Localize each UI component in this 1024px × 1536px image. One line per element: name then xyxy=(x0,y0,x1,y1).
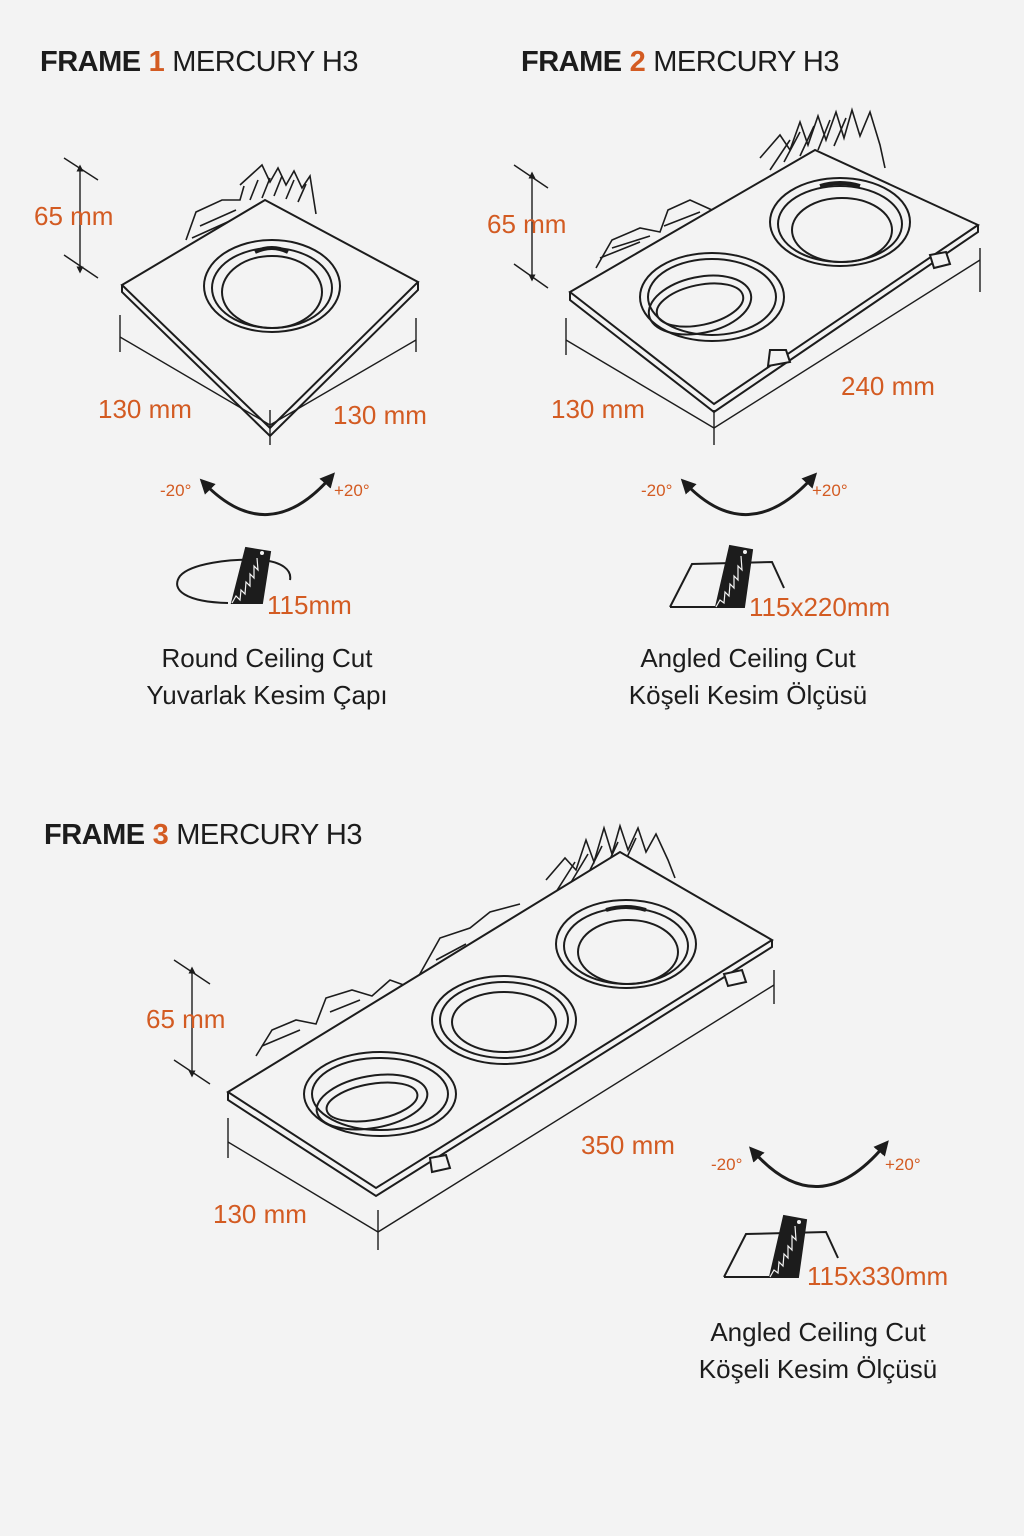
frame-1-cut-caption: Round Ceiling Cut Yuvarlak Kesim Çapı xyxy=(117,640,417,714)
frame-2-lamp-right xyxy=(769,177,911,267)
frame-2-cut-size: 115x220mm xyxy=(749,592,891,622)
frame-1-round-cut-icon xyxy=(176,546,292,604)
frame-3-plate xyxy=(226,850,774,1190)
frame-3-heatsink xyxy=(255,823,676,1057)
frame-2-caption-en: Angled Ceiling Cut xyxy=(640,643,856,673)
frame-2-tilt-neg: -20° xyxy=(641,481,673,500)
frame-2-caption-tr: Köşeli Kesim Ölçüsü xyxy=(628,680,868,710)
frame-3-cut-caption: Angled Ceiling Cut Köşeli Kesim Ölçüsü xyxy=(668,1314,968,1388)
frame-3-length-label: 350 mm xyxy=(581,1130,675,1160)
frame-2-height-label: 65 mm xyxy=(487,209,567,239)
frame-2-length-label: 240 mm xyxy=(841,371,935,401)
frame-3-height-label: 65 mm xyxy=(146,1004,226,1034)
frame-3-lamp-right xyxy=(555,899,697,989)
frame-3-lamp-middle xyxy=(431,975,577,1065)
frame-3-lamp-left xyxy=(303,1051,457,1137)
frame-3-angled-cut-icon xyxy=(723,1214,839,1278)
frame-3-caption-en: Angled Ceiling Cut xyxy=(710,1317,926,1347)
frame-2-tilt-pos: +20° xyxy=(812,481,848,500)
frame-2-heatsink xyxy=(595,107,886,269)
frame-1-heatsink xyxy=(185,163,317,241)
frame-3-width-label: 130 mm xyxy=(213,1199,307,1229)
frame-1-tilt-neg: -20° xyxy=(160,481,192,500)
frame-3-tilt-arrow xyxy=(749,1140,889,1188)
frame-1-caption-en: Round Ceiling Cut xyxy=(161,643,373,673)
frame-3-cut-size: 115x330mm xyxy=(807,1261,949,1291)
frame-3-tilt-pos: +20° xyxy=(885,1155,921,1174)
frame-1-lamp xyxy=(203,239,341,333)
frame-1-caption-tr: Yuvarlak Kesim Çapı xyxy=(146,680,388,710)
frame-2-angled-cut-icon xyxy=(669,544,785,608)
frame-1-cut-size: 115mm xyxy=(267,590,352,620)
frame-1-height-label: 65 mm xyxy=(34,201,114,231)
frame-3-drawing xyxy=(173,823,775,1250)
frame-2-cut-caption: Angled Ceiling Cut Köşeli Kesim Ölçüsü xyxy=(598,640,898,714)
frame-2-drawing xyxy=(513,107,981,445)
frame-1-width-label: 130 mm xyxy=(98,394,192,424)
frame-3-tilt-neg: -20° xyxy=(711,1155,743,1174)
frame-2-lamp-left xyxy=(639,252,785,342)
frame-1-tilt-arrow xyxy=(199,472,335,517)
frame-3-caption-tr: Köşeli Kesim Ölçüsü xyxy=(698,1354,938,1384)
frame-1-tilt-pos: +20° xyxy=(334,481,370,500)
frame-2-width-label: 130 mm xyxy=(551,394,645,424)
frame-1-length-label: 130 mm xyxy=(333,400,427,430)
frame-1-drawing xyxy=(63,157,420,445)
frame-2-tilt-arrow xyxy=(680,472,818,517)
